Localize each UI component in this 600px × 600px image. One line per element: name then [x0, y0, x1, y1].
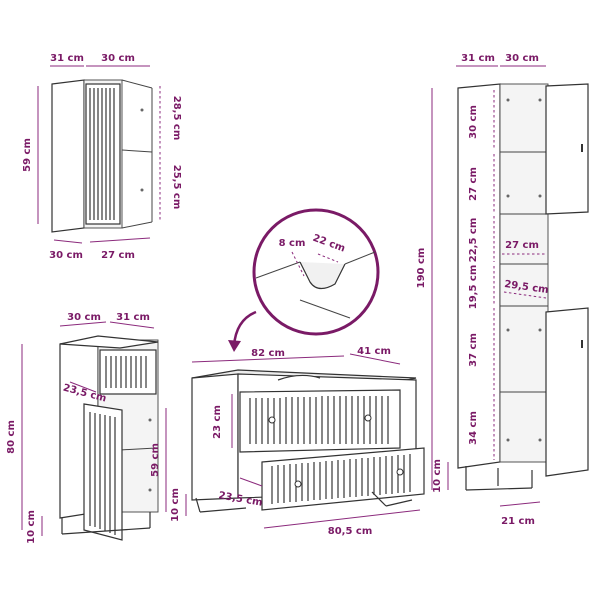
tall-cabinet [457, 83, 589, 491]
tall-inner-width-label: 27 cm [505, 240, 539, 251]
tall-cabinet-dimensions: 31 cm 30 cm 190 cm 30 cm 27 cm 22,5 cm 1… [416, 53, 549, 527]
wall-cabinet [51, 79, 153, 233]
vanity-width-label: 82 cm [251, 348, 285, 359]
vanity-lower-knob-right [396, 468, 404, 476]
wall-width-label: 30 cm [101, 53, 135, 64]
detail-arrow-head [228, 340, 241, 352]
vanity-upper-knob-right [364, 414, 372, 422]
wall-shelf-top-label: 28,5 cm [171, 96, 182, 141]
vanity-cabinet [191, 369, 425, 513]
vanity-upper-drawer-slats [249, 396, 389, 444]
wall-depth-label: 31 cm [50, 53, 84, 64]
base-cabinet [59, 335, 159, 541]
wall-cabinet-dimensions: 31 cm 30 cm 59 cm 28,5 cm 25,5 cm 30 cm … [22, 53, 182, 261]
base-depth-label: 31 cm [116, 312, 150, 323]
tall-leg-label: 10 cm [432, 459, 443, 493]
base-inner-height-label: 59 cm [150, 443, 161, 477]
vanity-upper-knob-left [268, 416, 276, 424]
vanity-bottom-width-label: 80,5 cm [328, 526, 373, 537]
wall-cabinet-slats [89, 88, 115, 220]
base-drawer-slats [105, 356, 147, 388]
wall-bottom-width-label: 27 cm [101, 250, 135, 261]
vanity-leg-label: 10 cm [170, 488, 181, 522]
vanity-depth-label: 41 cm [357, 346, 391, 357]
tall-height-label: 190 cm [416, 248, 427, 289]
tall-depth-label: 31 cm [461, 53, 495, 64]
tall-width-label: 30 cm [505, 53, 539, 64]
handle-detail-circle [252, 208, 380, 336]
wall-shelf-bottom-label: 25,5 cm [171, 165, 182, 210]
tall-shelf-2-label: 27 cm [468, 167, 479, 201]
tall-shelf-1-label: 30 cm [468, 105, 479, 139]
base-height-label: 80 cm [6, 420, 17, 454]
base-leg-label: 10 cm [26, 510, 37, 544]
tall-shelf-5-label: 37 cm [468, 333, 479, 367]
vanity-drawer-height-label: 23 cm [212, 405, 223, 439]
detail-depth-label: 8 cm [279, 238, 306, 249]
tall-shelf-6-label: 34 cm [468, 411, 479, 445]
base-door-slats [89, 412, 116, 535]
vanity-lower-drawer-slats [271, 454, 411, 504]
wall-bottom-depth-label: 30 cm [49, 250, 83, 261]
tall-base-label: 21 cm [501, 516, 535, 527]
vanity-lower-knob-left [294, 480, 302, 488]
base-width-label: 30 cm [67, 312, 101, 323]
wall-height-label: 59 cm [22, 138, 33, 172]
tall-shelf-3-label: 22,5 cm [468, 218, 479, 263]
tall-shelf-4-label: 19,5 cm [468, 265, 479, 310]
